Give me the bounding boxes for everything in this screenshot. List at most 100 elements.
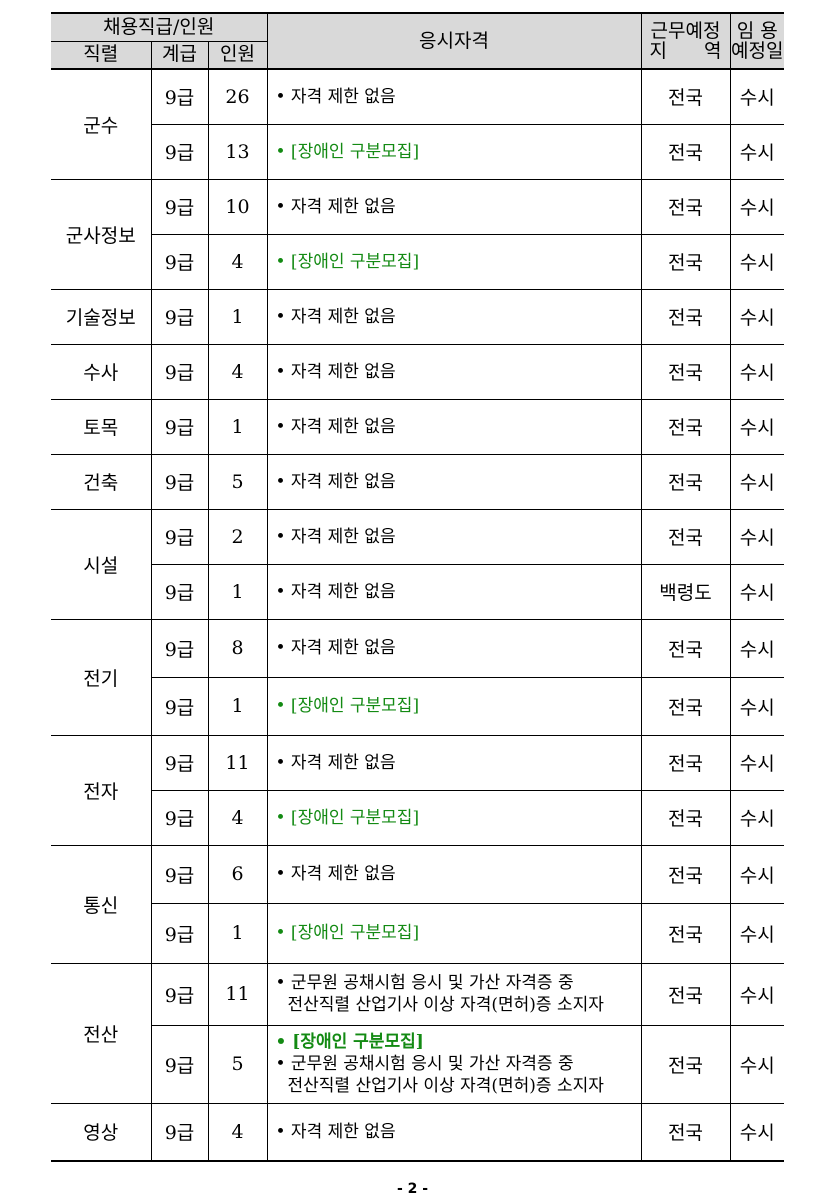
grade-cell: 9급 <box>150 68 209 125</box>
header-count: 인원 <box>207 40 268 70</box>
location-cell: 전국 <box>640 398 731 455</box>
qualification-cell: • 자격 제한 없음 <box>266 563 642 620</box>
series-cell: 전기 <box>51 618 152 736</box>
table-row: 토목 9급 1 • 자격 제한 없음 전국 수시 <box>51 398 784 455</box>
count-cell: 4 <box>207 789 268 846</box>
grade-cell: 9급 <box>150 1102 209 1162</box>
qualification-cell: • 자격 제한 없음 <box>266 398 642 455</box>
date-cell: 수시 <box>729 734 784 791</box>
grade-cell: 9급 <box>150 618 209 678</box>
location-cell: 전국 <box>640 962 731 1026</box>
location-cell: 전국 <box>640 68 731 125</box>
grade-cell: 9급 <box>150 734 209 791</box>
grade-cell: 9급 <box>150 563 209 620</box>
date-cell: 수시 <box>729 453 784 510</box>
header-appoint-date: 임 용 예정일 <box>729 12 784 70</box>
grade-cell: 9급 <box>150 962 209 1026</box>
header-date-line2: 예정일 <box>731 40 784 62</box>
qualification-cell: • [장애인 구분모집] <box>266 233 642 290</box>
series-cell: 토목 <box>51 398 152 455</box>
date-cell: 수시 <box>729 233 784 290</box>
date-cell: 수시 <box>729 563 784 620</box>
date-cell: 수시 <box>729 1024 784 1104</box>
qualification-cell: • 군무원 공채시험 응시 및 가산 자격증 중 전산직렬 산업기사 이상 자격… <box>266 962 642 1026</box>
series-cell: 전산 <box>51 962 152 1104</box>
count-cell: 8 <box>207 618 268 678</box>
header-group-title: 채용직급/인원 <box>51 12 268 42</box>
table-row: 9급 1 • [장애인 구분모집] 전국 수시 <box>51 902 784 964</box>
location-cell: 전국 <box>640 123 731 180</box>
date-cell: 수시 <box>729 178 784 235</box>
location-cell: 백령도 <box>640 563 731 620</box>
date-cell: 수시 <box>729 618 784 678</box>
count-cell: 1 <box>207 902 268 964</box>
grade-cell: 9급 <box>150 123 209 180</box>
location-cell: 전국 <box>640 734 731 791</box>
date-cell: 수시 <box>729 288 784 345</box>
qualification-cell: • 자격 제한 없음 <box>266 68 642 125</box>
grade-cell: 9급 <box>150 398 209 455</box>
count-cell: 1 <box>207 563 268 620</box>
series-cell: 군사정보 <box>51 178 152 290</box>
series-cell: 영상 <box>51 1102 152 1162</box>
table-row: 9급 1 • 자격 제한 없음 백령도 수시 <box>51 563 784 620</box>
qualification-cell: • 자격 제한 없음 <box>266 343 642 400</box>
table-row: 건축 9급 5 • 자격 제한 없음 전국 수시 <box>51 453 784 510</box>
grade-cell: 9급 <box>150 508 209 565</box>
location-cell: 전국 <box>640 288 731 345</box>
table-row: 9급 5 • [장애인 구분모집] • 군무원 공채시험 응시 및 가산 자격증… <box>51 1024 784 1104</box>
date-cell: 수시 <box>729 676 784 736</box>
date-cell: 수시 <box>729 343 784 400</box>
series-cell: 건축 <box>51 453 152 510</box>
count-cell: 4 <box>207 1102 268 1162</box>
grade-cell: 9급 <box>150 1024 209 1104</box>
date-cell: 수시 <box>729 962 784 1026</box>
qualification-line: 전산직렬 산업기사 이상 자격(면허)증 소지자 <box>287 995 604 1015</box>
count-cell: 4 <box>207 233 268 290</box>
table-row: 9급 4 • [장애인 구분모집] 전국 수시 <box>51 233 784 290</box>
date-cell: 수시 <box>729 789 784 846</box>
qualification-cell: • 자격 제한 없음 <box>266 178 642 235</box>
series-cell: 기술정보 <box>51 288 152 345</box>
grade-cell: 9급 <box>150 453 209 510</box>
series-cell: 통신 <box>51 844 152 964</box>
table-row: 전기 9급 8 • 자격 제한 없음 전국 수시 <box>51 618 784 736</box>
qualification-cell: • 자격 제한 없음 <box>266 618 642 678</box>
location-cell: 전국 <box>640 233 731 290</box>
series-cell: 수사 <box>51 343 152 400</box>
count-cell: 4 <box>207 343 268 400</box>
qualification-cell: • [장애인 구분모집] <box>266 902 642 964</box>
count-cell: 1 <box>207 398 268 455</box>
location-cell: 전국 <box>640 453 731 510</box>
location-cell: 전국 <box>640 1024 731 1104</box>
count-cell: 1 <box>207 676 268 736</box>
qualification-cell: • [장애인 구분모집] <box>266 789 642 846</box>
qualification-cell: • 자격 제한 없음 <box>266 288 642 345</box>
count-cell: 11 <box>207 734 268 791</box>
qualification-cell: • [장애인 구분모집] <box>266 123 642 180</box>
grade-cell: 9급 <box>150 902 209 964</box>
qualification-cell: • 자격 제한 없음 <box>266 453 642 510</box>
header-date-line1: 임 용 <box>736 20 778 42</box>
qualification-cell: • 자격 제한 없음 <box>266 734 642 791</box>
location-cell: 전국 <box>640 789 731 846</box>
date-cell: 수시 <box>729 902 784 964</box>
date-cell: 수시 <box>729 123 784 180</box>
grade-cell: 9급 <box>150 844 209 904</box>
header-location-line1: 근무예정 <box>650 20 721 42</box>
qualification-cell: • [장애인 구분모집] • 군무원 공채시험 응시 및 가산 자격증 중 전산… <box>266 1024 642 1104</box>
series-cell: 군수 <box>51 68 152 180</box>
qualification-cell: • 자격 제한 없음 <box>266 1102 642 1162</box>
page-number: - 2 - <box>396 1181 429 1197</box>
qualification-line: 전산직렬 산업기사 이상 자격(면허)증 소지자 <box>287 1076 604 1096</box>
qualification-cell: • [장애인 구분모집] <box>266 676 642 736</box>
qualification-line: • [장애인 구분모집] <box>275 1032 424 1052</box>
location-cell: 전국 <box>640 178 731 235</box>
count-cell: 11 <box>207 962 268 1026</box>
table-row: 시설 9급 2 • 자격 제한 없음 전국 수시 <box>51 508 784 620</box>
count-cell: 2 <box>207 508 268 565</box>
location-cell: 전국 <box>640 343 731 400</box>
table-row: 군수 9급 26 • 자격 제한 없음 전국 수시 <box>51 68 784 180</box>
table-row: 기술정보 9급 1 • 자격 제한 없음 전국 수시 <box>51 288 784 345</box>
